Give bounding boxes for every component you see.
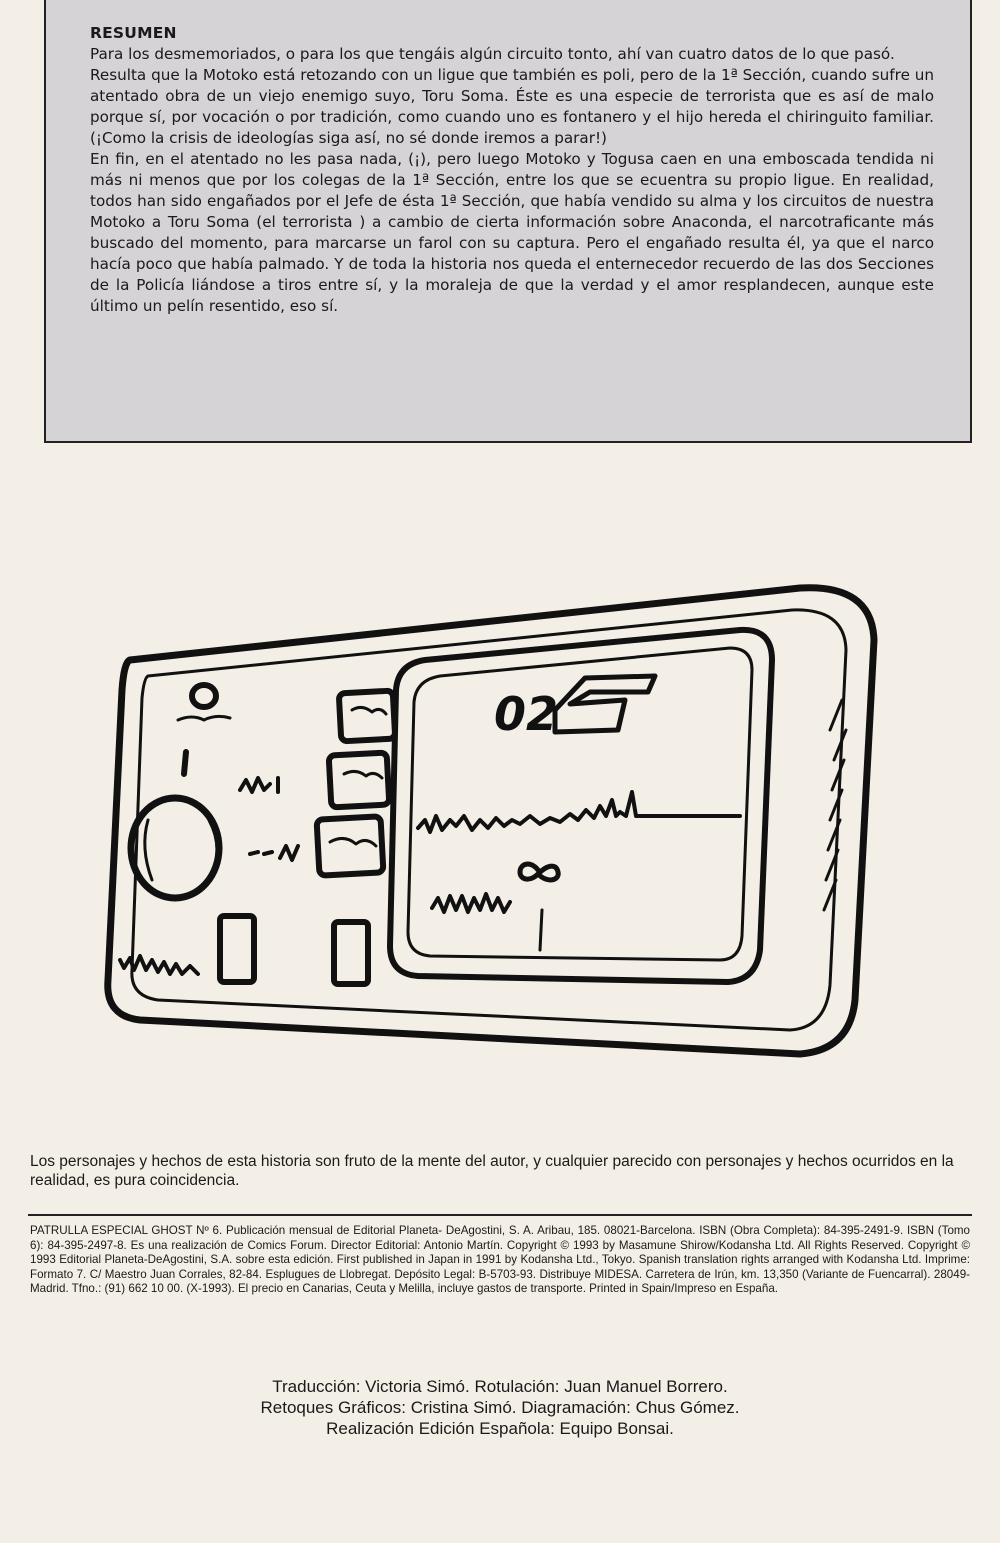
summary-paragraph: En fin, en el atentado no les pasa nada,… xyxy=(90,150,934,315)
display-digits: 02 xyxy=(494,687,558,741)
waveform xyxy=(416,790,742,834)
device-illustration: 02 xyxy=(104,584,878,1058)
display-segment xyxy=(552,673,658,735)
legal-notice: PATRULLA ESPECIAL GHOST Nº 6. Publicació… xyxy=(30,1224,970,1296)
device-casing xyxy=(104,584,878,1058)
power-indicator xyxy=(189,682,219,710)
summary-paragraph: Para los desmemoriados, o para los que t… xyxy=(90,45,895,63)
credits-line: Traducción: Victoria Simó. Rotulación: J… xyxy=(272,1377,728,1396)
summary-box: RESUMEN Para los desmemoriados, o para l… xyxy=(44,0,972,443)
disclaimer: Los personajes y hechos de esta historia… xyxy=(30,1153,954,1189)
device-bevel xyxy=(130,608,848,1032)
switch-right xyxy=(331,919,371,987)
summary-title: RESUMEN xyxy=(90,24,177,42)
mode-button-1 xyxy=(336,687,398,745)
screen xyxy=(406,646,754,962)
screen-frame xyxy=(387,626,775,985)
infinity-icon xyxy=(517,861,561,883)
switch-left xyxy=(217,913,257,985)
divider xyxy=(28,1214,972,1216)
summary-body: Para los desmemoriados, o para los que t… xyxy=(90,44,934,317)
credits: Traducción: Victoria Simó. Rotulación: J… xyxy=(0,1376,1000,1439)
summary-paragraph: Resulta que la Motoko está retozando con… xyxy=(90,66,934,147)
credits-line: Realización Edición Española: Equipo Bon… xyxy=(326,1419,674,1438)
mode-button-2 xyxy=(325,749,393,811)
mode-button-3 xyxy=(313,813,387,879)
credits-line: Retoques Gráficos: Cristina Simó. Diagra… xyxy=(260,1398,740,1417)
